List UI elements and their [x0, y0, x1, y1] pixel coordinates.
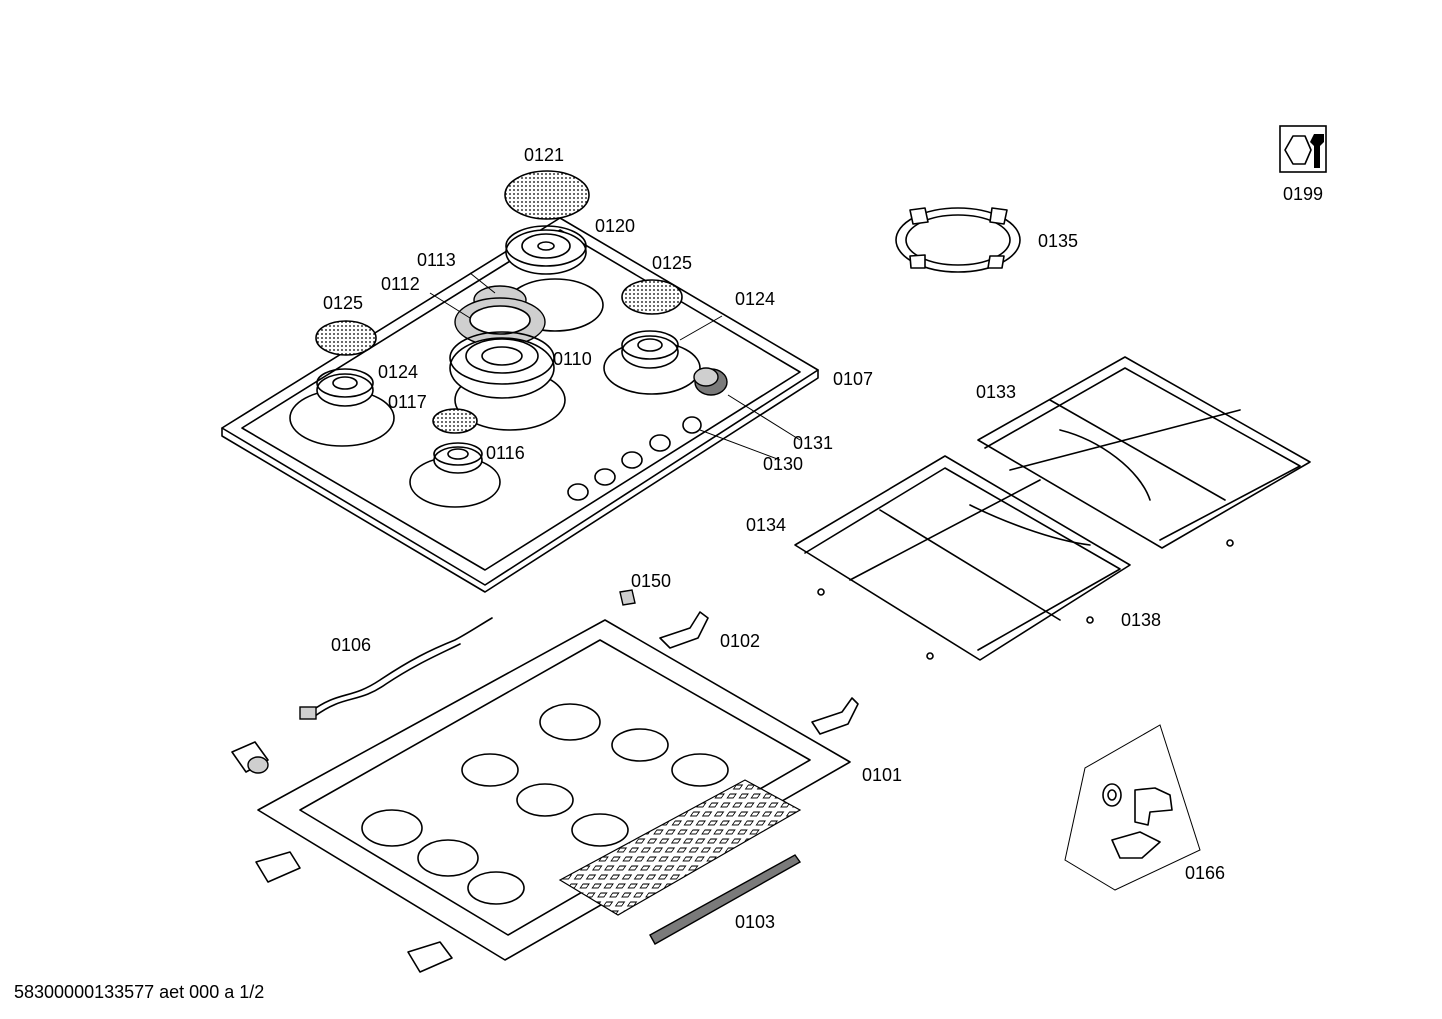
label-0124-left: 0124 [378, 362, 418, 382]
label-0113: 0113 [417, 250, 456, 270]
label-0101: 0101 [862, 765, 902, 785]
burner-cap-0121 [504, 170, 590, 220]
burner-cap-0117 [432, 408, 478, 434]
label-0133: 0133 [976, 382, 1016, 402]
label-0124-right: 0124 [735, 289, 775, 309]
label-0117: 0117 [388, 392, 427, 412]
label-0110: 0110 [553, 349, 592, 369]
burner-0124-right [621, 330, 679, 369]
control-knob-0131 [693, 367, 728, 396]
brackets-0102 [255, 611, 859, 973]
label-0166: 0166 [1185, 863, 1225, 883]
label-0134: 0134 [746, 515, 786, 535]
document-code: 58300000133577 aet 000 a 1/2 [14, 982, 264, 1002]
label-0125-right: 0125 [652, 253, 692, 273]
power-cable-0106 [299, 617, 493, 720]
bottom-tray-0101 [257, 619, 851, 961]
leader-lines [429, 272, 801, 461]
label-0150: 0150 [631, 571, 671, 591]
label-0103: 0103 [735, 912, 775, 932]
label-0131: 0131 [793, 433, 833, 453]
label-0107: 0107 [833, 369, 873, 389]
label-0125-left: 0125 [323, 293, 363, 313]
label-0116: 0116 [486, 443, 525, 463]
label-0106: 0106 [331, 635, 371, 655]
wok-burner-0110 [449, 331, 555, 399]
label-0112: 0112 [381, 274, 420, 294]
connection-kit-0166 [1064, 724, 1201, 891]
wok-support-0135 [895, 207, 1021, 273]
pan-support-grates [794, 356, 1311, 661]
burner-cap-0125-right [621, 279, 683, 315]
cap-0150 [619, 589, 636, 606]
burner-0120 [505, 225, 587, 275]
burner-cap-0125-left [315, 320, 377, 356]
label-0120: 0120 [595, 216, 635, 236]
wrench-icon [1279, 125, 1327, 173]
label-0199: 0199 [1283, 184, 1323, 204]
foam-strip-0103 [649, 854, 802, 945]
gas-connector-left [231, 741, 269, 774]
label-0130: 0130 [763, 454, 803, 474]
cooktop-plate [221, 217, 819, 593]
label-0121: 0121 [524, 145, 564, 165]
part-labels: 0121 0120 0113 0112 0125 0125 0124 0124 … [323, 145, 1323, 932]
burner-0116 [433, 442, 483, 474]
tray-valves [361, 703, 729, 905]
label-0102: 0102 [720, 631, 760, 651]
burner-0124-left [316, 368, 374, 407]
label-0138: 0138 [1121, 610, 1161, 630]
label-0135: 0135 [1038, 231, 1078, 251]
